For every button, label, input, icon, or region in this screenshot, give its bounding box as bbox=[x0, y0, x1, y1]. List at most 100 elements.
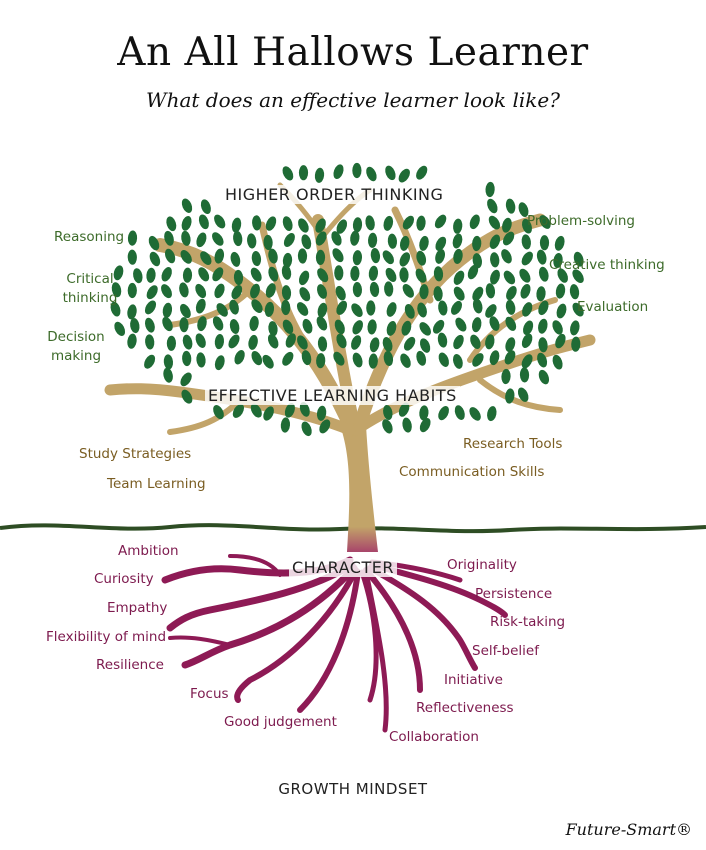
leaf bbox=[162, 302, 173, 318]
leaf bbox=[368, 353, 378, 369]
leaf bbox=[437, 332, 448, 348]
leaf bbox=[556, 303, 567, 319]
trait-empathy: Empathy bbox=[107, 600, 168, 616]
trait-curiosity: Curiosity bbox=[94, 571, 154, 587]
leaf bbox=[181, 198, 193, 213]
leaf bbox=[228, 334, 240, 349]
leaf bbox=[182, 267, 193, 283]
leaf bbox=[317, 302, 328, 318]
leaf bbox=[472, 353, 484, 367]
branch bbox=[104, 383, 356, 436]
leaf bbox=[433, 266, 444, 282]
foundation-label: GROWTH MINDSET bbox=[278, 780, 428, 798]
leaf bbox=[250, 403, 262, 418]
leaf bbox=[317, 268, 329, 283]
leaf bbox=[296, 302, 309, 316]
branch bbox=[350, 334, 596, 436]
leaf bbox=[539, 215, 551, 229]
leaf bbox=[268, 321, 278, 337]
leaf bbox=[521, 234, 531, 250]
leaf bbox=[162, 316, 173, 332]
leaf bbox=[538, 318, 548, 334]
leaf bbox=[145, 334, 155, 350]
leaf bbox=[336, 333, 347, 349]
leaf bbox=[284, 402, 295, 418]
leaf bbox=[419, 322, 431, 336]
leaf bbox=[472, 253, 482, 269]
leaf bbox=[435, 248, 445, 264]
leaf bbox=[553, 252, 563, 269]
leaf bbox=[469, 214, 480, 230]
leaf bbox=[319, 419, 331, 434]
leaf bbox=[416, 350, 427, 366]
root bbox=[367, 565, 478, 671]
leaf bbox=[298, 218, 309, 233]
leaf bbox=[181, 389, 193, 404]
leaf bbox=[419, 284, 429, 300]
leaf bbox=[489, 234, 501, 250]
root bbox=[181, 564, 358, 669]
leaf bbox=[438, 352, 449, 367]
leaf bbox=[250, 267, 262, 282]
leaf bbox=[366, 166, 377, 182]
leaf bbox=[315, 231, 327, 246]
leaf bbox=[452, 233, 463, 249]
leaf bbox=[282, 216, 293, 231]
leaf bbox=[179, 303, 191, 319]
leaf bbox=[200, 251, 212, 265]
leaf bbox=[214, 283, 225, 299]
leaf bbox=[501, 368, 511, 385]
leaf bbox=[231, 217, 242, 233]
leaf bbox=[301, 234, 312, 250]
trait-reflectiveness: Reflectiveness bbox=[416, 700, 514, 716]
leaf bbox=[572, 302, 584, 317]
leaf bbox=[352, 162, 362, 179]
leaf bbox=[469, 407, 481, 421]
leaf bbox=[453, 270, 465, 285]
leaf bbox=[212, 267, 224, 282]
trait-resilience: Resilience bbox=[96, 657, 164, 673]
leaf bbox=[335, 285, 346, 301]
leaf bbox=[333, 164, 344, 180]
skill-critical-thinking: Critical thinking bbox=[62, 271, 118, 306]
leaf bbox=[352, 250, 363, 266]
leaf bbox=[385, 267, 397, 282]
leaf bbox=[520, 283, 531, 299]
leaf bbox=[369, 281, 380, 297]
leaf bbox=[283, 233, 295, 247]
leaf bbox=[252, 215, 262, 231]
leaf bbox=[233, 230, 243, 247]
leaf bbox=[111, 282, 122, 298]
leaf bbox=[133, 268, 143, 284]
leaf bbox=[383, 404, 393, 421]
leaf bbox=[505, 388, 515, 404]
leaf bbox=[197, 316, 207, 332]
leaf bbox=[552, 320, 563, 335]
leaf bbox=[144, 300, 157, 315]
leaf bbox=[163, 367, 173, 383]
trait-ambition: Ambition bbox=[118, 543, 179, 559]
leaf bbox=[316, 284, 328, 299]
leaf bbox=[232, 404, 245, 418]
leaf bbox=[450, 300, 463, 315]
leaf bbox=[367, 232, 378, 248]
leaf bbox=[165, 248, 176, 264]
leaf bbox=[398, 168, 410, 183]
leaf bbox=[149, 251, 161, 267]
leaf bbox=[301, 421, 312, 437]
leaf bbox=[231, 285, 243, 300]
leaf bbox=[180, 250, 192, 264]
leaf bbox=[265, 283, 276, 298]
leaf bbox=[214, 334, 225, 350]
leaf bbox=[282, 252, 293, 268]
leaf bbox=[314, 167, 325, 183]
leaf bbox=[416, 215, 426, 231]
leaf bbox=[521, 251, 533, 266]
leaf bbox=[521, 354, 533, 369]
leaf bbox=[400, 353, 411, 368]
leaf bbox=[198, 267, 210, 282]
leaf bbox=[485, 181, 495, 198]
leaves bbox=[110, 162, 584, 437]
leaf bbox=[501, 249, 512, 264]
